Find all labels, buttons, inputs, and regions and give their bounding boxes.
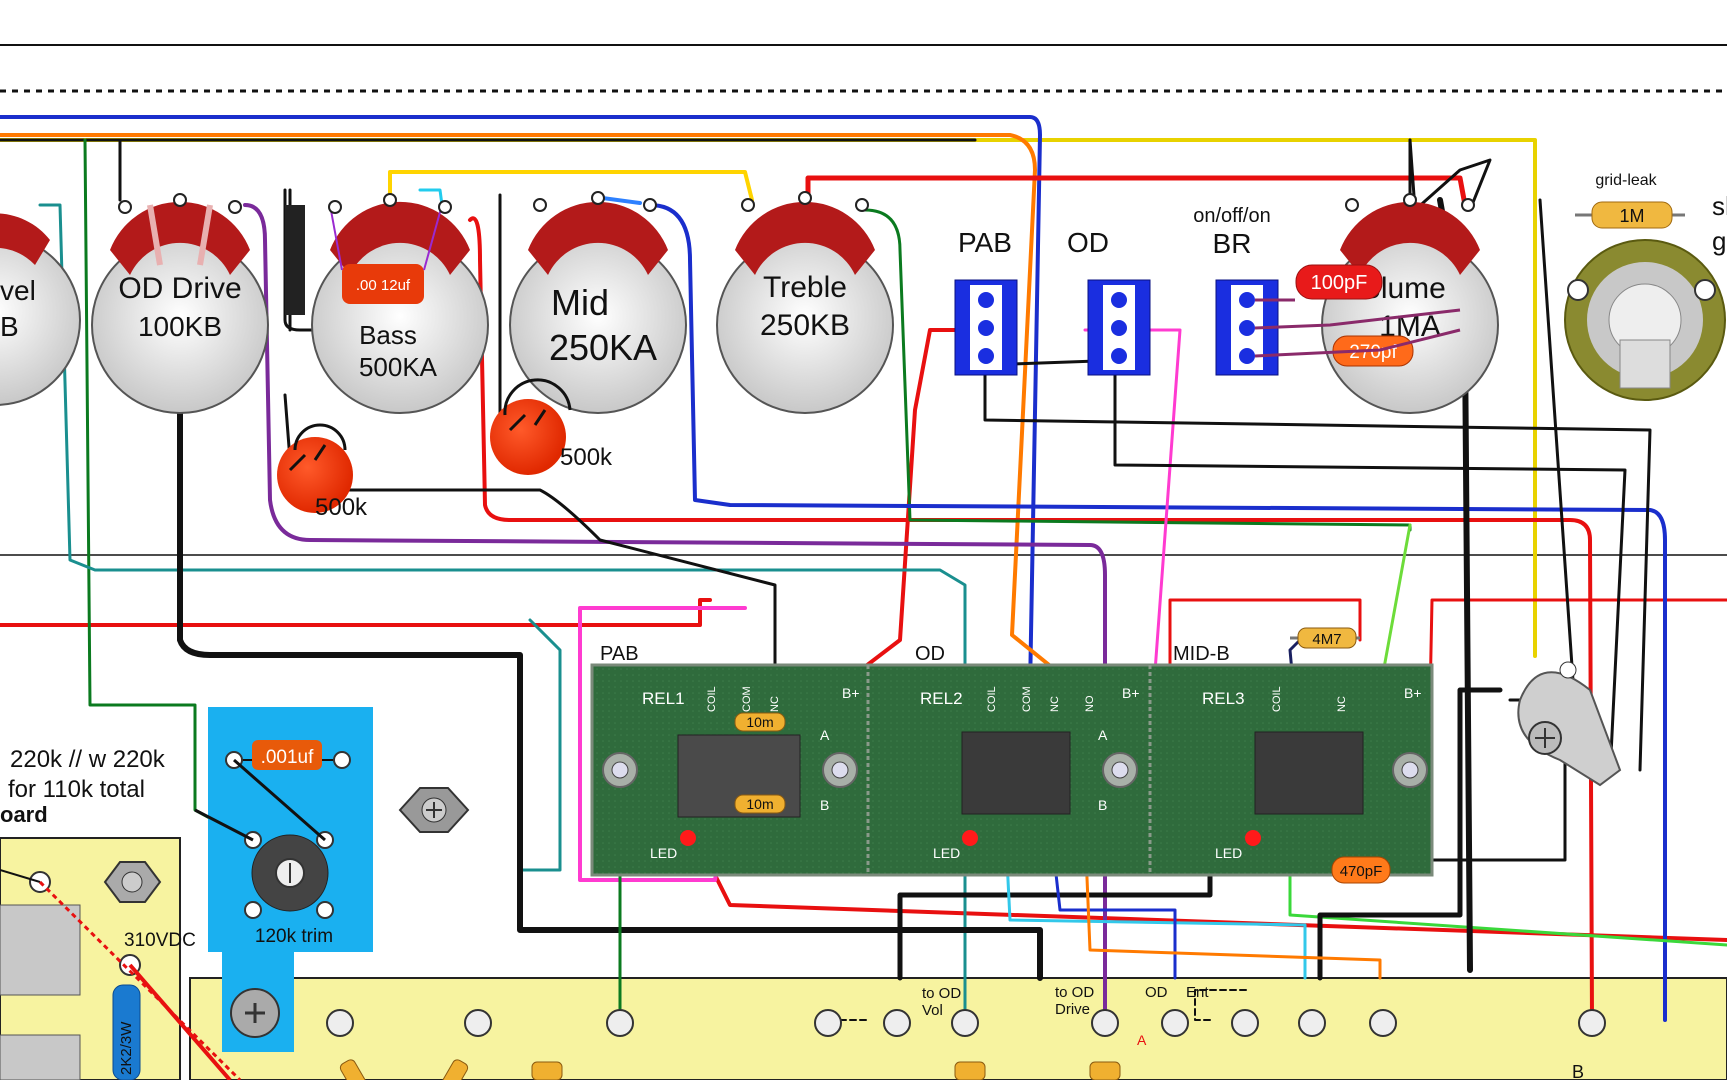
- pot-od-drive: OD Drive 100KB: [91, 201, 269, 414]
- right-edge-text-2: gr: [1712, 226, 1727, 256]
- trim-board-cap: [252, 740, 322, 770]
- pot-lugs: [118, 191, 1475, 214]
- bass-cap-label: .00 12uf: [356, 277, 411, 294]
- pot-level-label: vel: [0, 275, 36, 306]
- note-line-3: oard: [0, 802, 48, 827]
- board-resistor-3-label: 4M7: [1312, 631, 1341, 648]
- bass-trim-value: 500k: [315, 494, 368, 521]
- switch-od: OD: [1067, 227, 1151, 376]
- board-resistor-2: [734, 794, 786, 814]
- switch-od-label: OD: [1067, 227, 1109, 258]
- left-board-parts: 2K2/3W: [0, 869, 242, 1080]
- bottom-a-label: A: [1137, 1032, 1147, 1048]
- board-resistor-2-label: 10m: [746, 796, 773, 812]
- note-line-2: for 110k total: [8, 776, 145, 803]
- board-resistor-1-label: 10m: [746, 714, 773, 730]
- trim-board-trim-label: 120k trim: [255, 926, 333, 947]
- right-edge-text-1: sh: [1712, 191, 1727, 221]
- relay3-body: [1254, 731, 1364, 815]
- grid-leak-label: grid-leak: [1595, 172, 1657, 189]
- pot-mid-value: 250KA: [549, 327, 657, 368]
- volume-cap-top: [1295, 264, 1383, 300]
- relay2-led: LED: [933, 845, 960, 861]
- volume-cap-top-label: 100pF: [1311, 272, 1368, 294]
- to-od-drive-2: Drive: [1055, 1001, 1090, 1018]
- mid-trim-pot: 500k: [490, 378, 613, 475]
- relay1-a: A: [820, 727, 830, 743]
- pot-bass: .00 12uf Bass 500KA: [311, 201, 489, 414]
- turret-resistors: [339, 1059, 1121, 1080]
- pot-mid: Mid 250KA: [509, 201, 687, 414]
- relay-board-section-od: OD: [915, 643, 945, 665]
- standoff-hex: [103, 787, 470, 903]
- relay1-nc: NC: [769, 696, 781, 712]
- switch-br-label: BR: [1213, 228, 1252, 259]
- relay1-b: B: [820, 797, 829, 813]
- voltage-label: 310VDC: [124, 930, 196, 951]
- switch-br-note: on/off/on: [1193, 205, 1270, 227]
- pot-od-drive-label: OD Drive: [118, 272, 241, 305]
- switch-pab: PAB: [954, 227, 1018, 376]
- relay3-led: LED: [1215, 845, 1242, 861]
- relay2-a: A: [1098, 727, 1108, 743]
- mid-trim-value: 500k: [560, 444, 613, 471]
- turret-terminals: [326, 1009, 1606, 1037]
- pot-treble: Treble 250KB: [716, 201, 894, 414]
- bass-resistor: [285, 205, 305, 315]
- resistor-2k2-label: 2K2/3W: [118, 1021, 135, 1075]
- to-od-drive-1: to OD: [1055, 984, 1094, 1001]
- relay3-coil: COIL: [1271, 686, 1283, 712]
- pot-volume: olume 1MA 100pF 270pf: [1295, 201, 1499, 414]
- relay1-label: REL1: [642, 689, 685, 708]
- relay2-body: [961, 731, 1071, 815]
- ground-lug: [1517, 661, 1622, 787]
- switch-pab-label: PAB: [958, 227, 1012, 258]
- to-od-vol-1: to OD: [922, 985, 961, 1002]
- note-line-1: 220k // w 220k: [10, 746, 166, 773]
- relay1-coil: COIL: [706, 686, 718, 712]
- pot-mid-label: Mid: [551, 282, 609, 323]
- pot-level-value: B: [0, 311, 19, 342]
- relay3-bplus: B+: [1404, 685, 1422, 701]
- trim-board: .001uf 120k trim: [194, 707, 373, 1052]
- relay2-bplus: B+: [1122, 685, 1140, 701]
- relay-board-section-midb: MID-B: [1173, 643, 1230, 665]
- relay3-nc: NC: [1336, 696, 1348, 712]
- bottom-b-label: B: [1572, 1062, 1584, 1080]
- grid-leak-resistor: grid-leak 1M: [1575, 172, 1685, 229]
- board-resistor-3: [1297, 627, 1357, 649]
- trim-board-cap-label: .001uf: [261, 747, 315, 768]
- bottom-od-label: OD: [1145, 984, 1168, 1001]
- relay-board: PAB OD MID-B REL1 REL2 REL3 COIL COM NC …: [590, 627, 1434, 884]
- pot-treble-value: 250KB: [760, 309, 850, 342]
- board-cap-label: 470pF: [1340, 863, 1383, 880]
- relay2-b: B: [1098, 797, 1107, 813]
- board-cap: [1331, 856, 1391, 884]
- pot-od-drive-value: 100KB: [138, 311, 222, 342]
- bass-cap: [342, 264, 424, 304]
- board-resistor-1: [734, 712, 786, 732]
- to-od-vol-2: Vol: [922, 1002, 943, 1019]
- pot-treble-label: Treble: [763, 271, 847, 304]
- input-jack: [1564, 239, 1726, 401]
- relay1-led: LED: [650, 845, 677, 861]
- switch-br: on/off/on BR: [1193, 205, 1461, 376]
- bottom-ent-label: Ent: [1186, 984, 1209, 1001]
- relay2-com: COM: [1021, 686, 1033, 712]
- relay3-label: REL3: [1202, 689, 1245, 708]
- relay2-no: NO: [1084, 695, 1096, 712]
- relay2-label: REL2: [920, 689, 963, 708]
- bass-trim-pot: 500k: [277, 423, 368, 521]
- relay-board-section-pab: PAB: [600, 643, 639, 665]
- relay1-com: COM: [741, 686, 753, 712]
- grid-leak-value: 1M: [1619, 206, 1644, 226]
- relay2-coil: COIL: [986, 686, 998, 712]
- relay2-nc: NC: [1049, 696, 1061, 712]
- pot-level: vel B: [0, 213, 81, 406]
- pot-bass-value: 500KA: [359, 352, 438, 382]
- pot-bass-label: Bass: [359, 320, 417, 350]
- relay1-bplus: B+: [842, 685, 860, 701]
